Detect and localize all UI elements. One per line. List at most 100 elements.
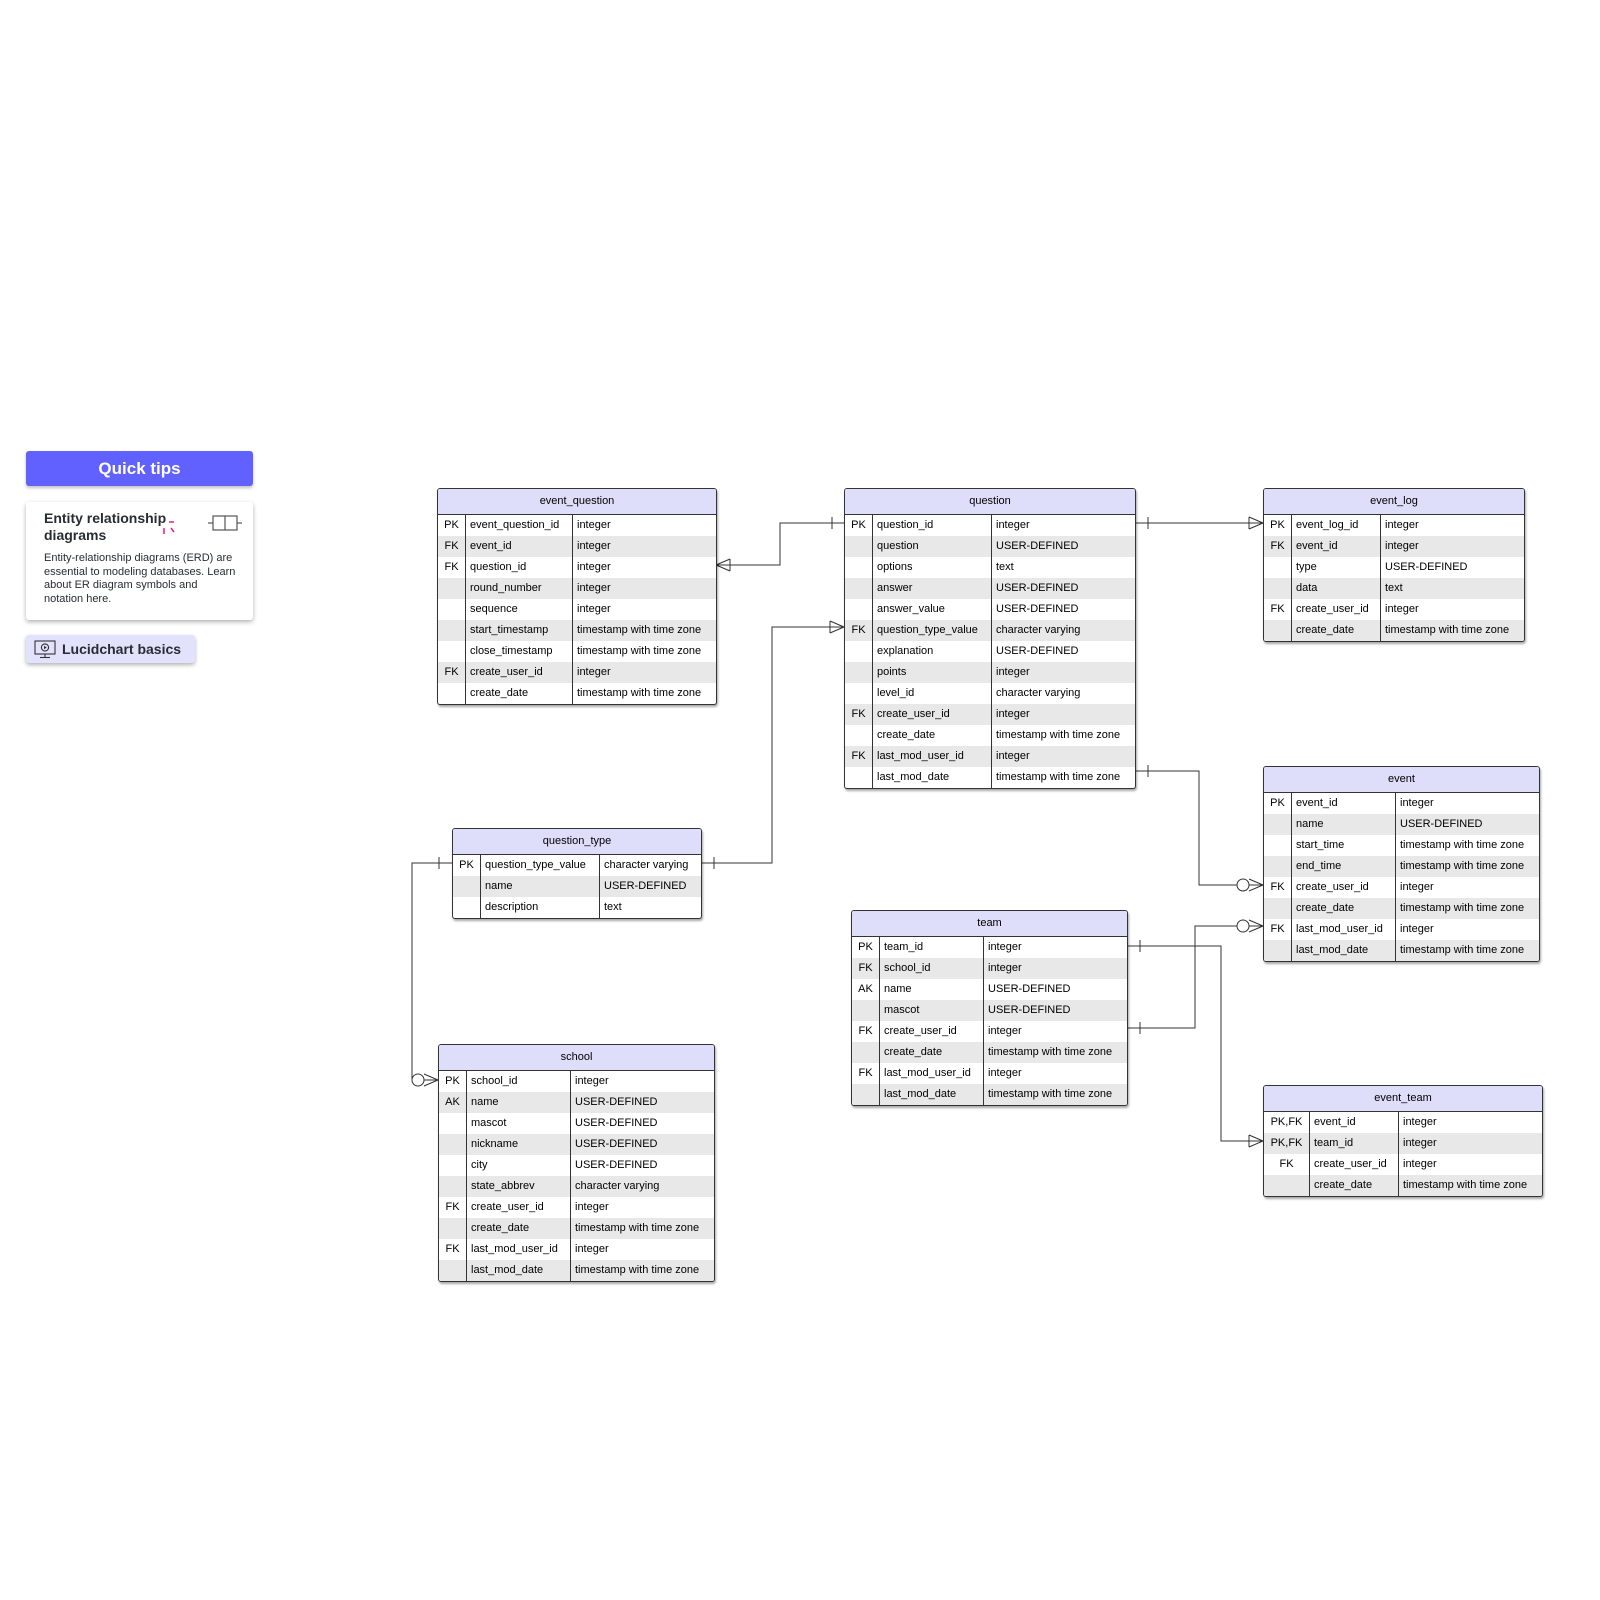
field-type-cell: USER-DEFINED — [988, 983, 1071, 995]
connector-question-event-question[interactable] — [715, 517, 844, 572]
field-type-cell: integer — [577, 561, 611, 573]
field-type-cell: integer — [577, 666, 611, 678]
connector-team-event-team[interactable] — [1127, 940, 1264, 1148]
key-cell — [1264, 898, 1292, 919]
connector-question-type-question[interactable] — [701, 620, 845, 869]
field-type-cell: USER-DEFINED — [996, 645, 1079, 657]
field-name-cell: sequence — [466, 599, 573, 620]
field-name-cell: city — [467, 1155, 571, 1176]
field-name-cell: create_user_id — [467, 1197, 571, 1218]
key-cell — [438, 599, 466, 620]
entity-title: question_type — [453, 829, 701, 855]
key-cell — [1264, 856, 1292, 877]
key-cell — [1264, 620, 1292, 641]
connector-question-event[interactable] — [1135, 765, 1264, 892]
key-cell — [439, 1260, 467, 1281]
connector-team-event[interactable] — [1127, 919, 1264, 1034]
field-name-cell: create_date — [466, 683, 573, 704]
key-cell — [1264, 578, 1292, 599]
quick-tips-header[interactable]: Quick tips — [26, 451, 253, 486]
lucidchart-basics-button[interactable]: Lucidchart basics — [26, 635, 195, 663]
field-type-cell: text — [996, 561, 1014, 573]
erd-tip-card[interactable]: Entity relationship diagrams Entity-rela… — [26, 502, 253, 620]
entity-table-icon — [208, 515, 242, 531]
key-cell — [453, 876, 481, 897]
connector-question-event-log[interactable] — [1135, 516, 1264, 530]
key-cell — [439, 1113, 467, 1134]
field-name-cell: question_id — [873, 515, 992, 536]
field-name-cell: event_id — [466, 536, 573, 557]
field-type-cell: USER-DEFINED — [1400, 818, 1483, 830]
